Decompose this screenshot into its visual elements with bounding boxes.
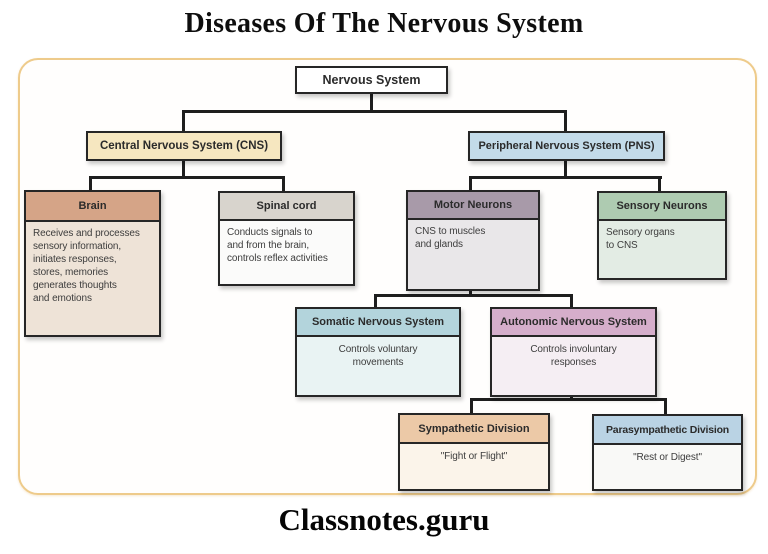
node-sympathetic-body: "Fight or Flight" xyxy=(400,444,548,489)
node-spinal-cord: Spinal cord Conducts signals to and from… xyxy=(218,191,355,286)
node-parasympathetic-body: "Rest or Digest" xyxy=(594,445,741,489)
node-motor-neurons: Motor Neurons CNS to muscles and glands xyxy=(406,190,540,291)
node-sympathetic-division: Sympathetic Division "Fight or Flight" xyxy=(398,413,550,491)
connector-line xyxy=(89,176,285,179)
connector-line xyxy=(89,178,92,190)
node-somatic-body: Controls voluntary movements xyxy=(297,337,459,395)
connector-line xyxy=(470,398,667,401)
page-title: Diseases Of The Nervous System xyxy=(184,8,584,39)
node-sensory-neurons-header: Sensory Neurons xyxy=(599,193,725,221)
node-spinal-cord-body: Conducts signals to and from the brain, … xyxy=(220,221,353,284)
node-sensory-neurons-body: Sensory organs to CNS xyxy=(599,221,725,278)
connector-line xyxy=(564,161,567,178)
node-autonomic-header: Autonomic Nervous System xyxy=(492,309,655,337)
connector-line xyxy=(564,112,567,131)
connector-line xyxy=(374,296,377,307)
node-nervous-system: Nervous System xyxy=(295,66,448,94)
node-somatic-header: Somatic Nervous System xyxy=(297,309,459,337)
node-sensory-neurons: Sensory Neurons Sensory organs to CNS xyxy=(597,191,727,280)
connector-line xyxy=(282,178,285,191)
node-central-nervous-system: Central Nervous System (CNS) xyxy=(86,131,282,161)
node-autonomic-body: Controls involuntary responses xyxy=(492,337,655,395)
connector-line xyxy=(469,178,472,190)
node-sympathetic-header: Sympathetic Division xyxy=(400,415,548,444)
node-peripheral-nervous-system: Peripheral Nervous System (PNS) xyxy=(468,131,665,161)
connector-line xyxy=(469,176,662,179)
connector-line xyxy=(182,161,185,178)
connector-line xyxy=(470,400,473,413)
node-parasympathetic-division: Parasympathetic Division "Rest or Digest… xyxy=(592,414,743,491)
connector-line xyxy=(658,178,661,191)
watermark-text: Classnotes.guru xyxy=(278,502,490,537)
node-motor-neurons-header: Motor Neurons xyxy=(408,192,538,220)
connector-line xyxy=(664,400,667,414)
node-brain-body: Receives and processes sensory informati… xyxy=(26,222,159,335)
node-somatic-nervous-system: Somatic Nervous System Controls voluntar… xyxy=(295,307,461,397)
connector-line xyxy=(370,93,373,112)
connector-line xyxy=(182,112,185,131)
node-spinal-cord-header: Spinal cord xyxy=(220,193,353,221)
connector-line xyxy=(182,110,567,113)
connector-line xyxy=(570,296,573,307)
node-motor-neurons-body: CNS to muscles and glands xyxy=(408,220,538,289)
connector-line xyxy=(374,294,573,297)
node-brain: Brain Receives and processes sensory inf… xyxy=(24,190,161,337)
node-autonomic-nervous-system: Autonomic Nervous System Controls involu… xyxy=(490,307,657,397)
node-brain-header: Brain xyxy=(26,192,159,222)
node-parasympathetic-header: Parasympathetic Division xyxy=(594,416,741,445)
